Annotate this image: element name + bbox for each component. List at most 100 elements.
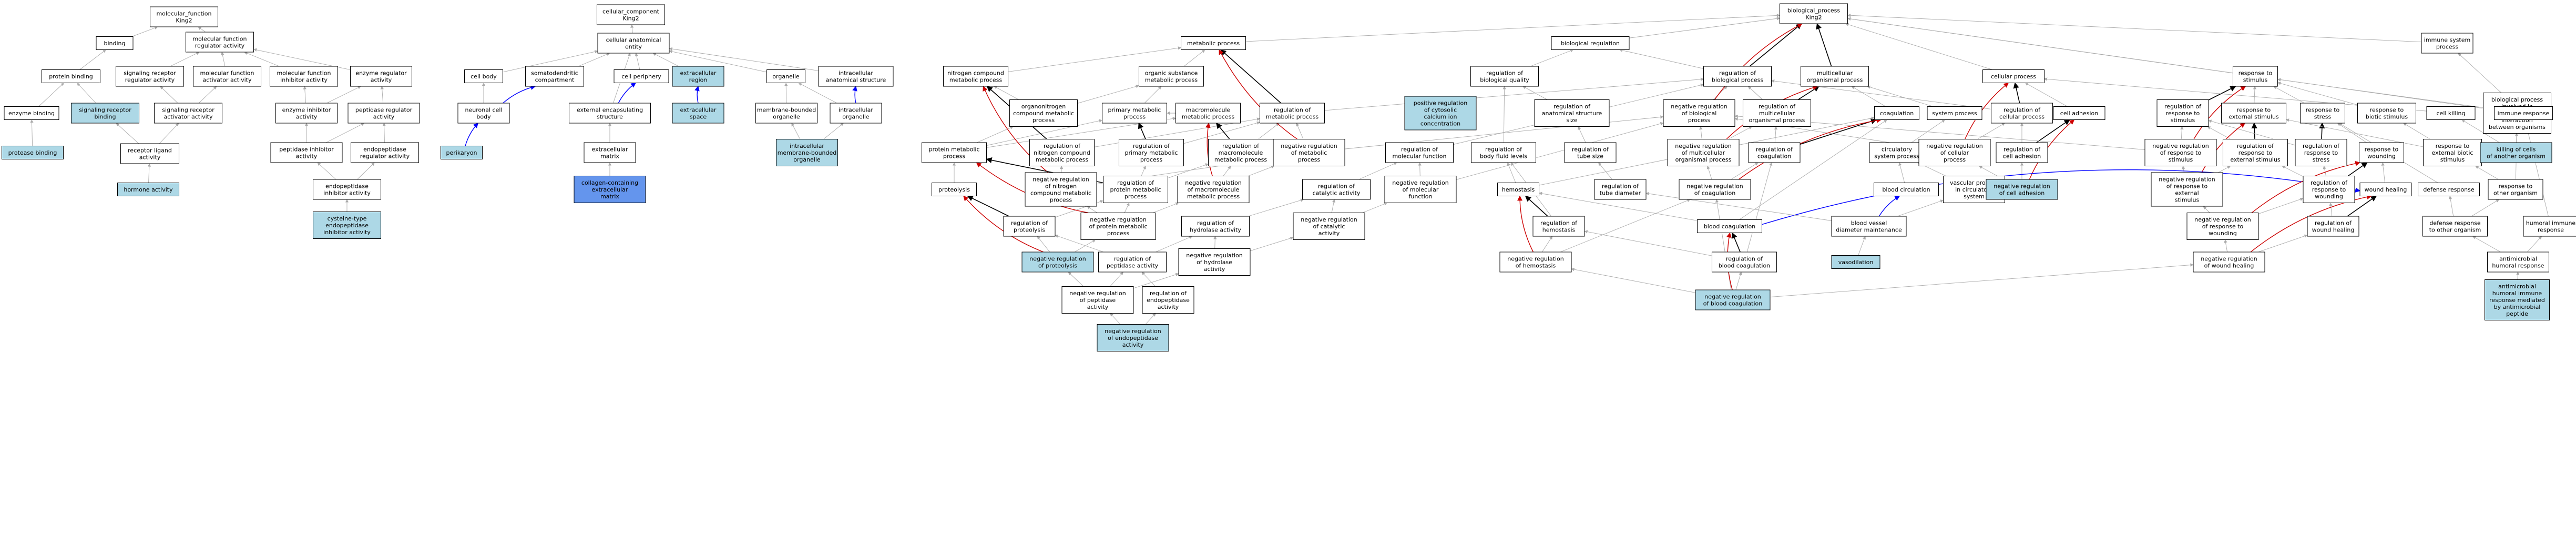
term-label: coagulation xyxy=(1880,110,1914,117)
relation-edge-neuron-to-somato xyxy=(503,85,536,104)
term-box xyxy=(1697,219,1762,233)
term-box xyxy=(2480,142,2552,163)
relation-edge-bvdm-to-regtubediam xyxy=(1645,192,1832,221)
term-box xyxy=(1142,286,1194,314)
relation-edge-regas-to-regbq xyxy=(1522,86,1548,100)
term-box xyxy=(2357,103,2416,124)
term-box xyxy=(1594,179,1647,200)
relation-edge-negregpep-to-regpep xyxy=(1110,271,1124,287)
term-box xyxy=(525,66,584,87)
term-node-hemostasis: hemostasis xyxy=(1497,183,1539,196)
relation-edge-protmetab-to-primary xyxy=(986,119,1103,146)
term-box xyxy=(1098,252,1167,273)
term-box xyxy=(1831,255,1880,269)
term-box xyxy=(1712,252,1777,273)
relation-edge-negregmetab-to-metab xyxy=(1219,49,1298,140)
term-box xyxy=(313,212,381,239)
term-label: immune response xyxy=(2498,110,2550,117)
term-node-organelle: organelle xyxy=(766,69,805,83)
term-box xyxy=(569,103,651,124)
term-box xyxy=(1499,252,1572,273)
term-box xyxy=(1663,99,1735,127)
relation-edge-enzreg-to-mfra xyxy=(253,48,351,71)
term-box xyxy=(1384,176,1457,203)
term-box xyxy=(117,183,179,196)
relation-edge-orgnitro-to-orgsub xyxy=(1077,85,1140,104)
term-label: protein binding xyxy=(49,73,93,80)
term-box xyxy=(1743,99,1811,127)
term-box xyxy=(1025,172,1097,207)
relation-edge-regcoag-to-regmulti xyxy=(1774,126,1778,143)
term-node-defresp: defense response xyxy=(2418,183,2480,196)
term-box xyxy=(1181,216,1250,237)
relation-edge-bloodcoag-to-hemostasis xyxy=(1538,192,1698,221)
term-box xyxy=(597,33,670,54)
relation-edge-bvdm-to-bloodcirc xyxy=(1878,195,1900,217)
term-box xyxy=(2053,106,2105,120)
term-label: defense response xyxy=(2423,186,2475,193)
term-node-cellper: cell periphery xyxy=(614,69,669,83)
relation-edge-protbind-to-binding xyxy=(79,49,107,70)
term-box xyxy=(818,66,894,87)
relation-edge-negregbp-to-bp xyxy=(1714,23,1803,100)
relation-edge-endoinh-to-pepinh xyxy=(317,162,336,180)
term-label: enzyme binding xyxy=(8,110,55,117)
term-box xyxy=(2487,252,2549,273)
term-box xyxy=(1097,324,1169,351)
term-box xyxy=(1831,216,1907,237)
relation-edge-negregbloodcoag-to-negreghemo xyxy=(1571,268,1696,293)
relation-edge-negregmetab-to-regmetab xyxy=(1296,123,1304,139)
term-box xyxy=(1470,66,1539,87)
term-box xyxy=(1273,139,1345,166)
term-node-celladh: cell adhesion xyxy=(2053,106,2105,120)
term-box xyxy=(932,183,977,196)
relation-edge-sigrecbind-to-protbind xyxy=(77,83,96,104)
term-node-proteolysis: proteolysis xyxy=(932,183,977,196)
relation-edge-negregbp-to-regbp xyxy=(1713,86,1727,100)
relation-edge-bioreg-to-bp xyxy=(1629,17,1781,38)
relation-edge-negregendo-to-negregpep xyxy=(1110,313,1121,325)
relation-edge-negregpep-to-negreghydro xyxy=(1133,273,1179,289)
relation-edge-regwoundheal-to-regrespwound xyxy=(2329,202,2333,217)
relation-edge-regprotmetab-to-regmacro xyxy=(1168,163,1209,178)
relation-edge-negregcell-to-regcellproc xyxy=(1977,123,2006,139)
relation-edge-receptorlig-to-sigrecact xyxy=(159,123,179,144)
term-box xyxy=(1869,142,1925,163)
relation-edge-enzbind-to-protbind xyxy=(38,83,65,107)
term-box xyxy=(597,4,665,25)
relation-edge-regtube-to-regas xyxy=(1578,126,1586,143)
relation-edge-negreghemo-to-reghemo xyxy=(1541,236,1553,253)
